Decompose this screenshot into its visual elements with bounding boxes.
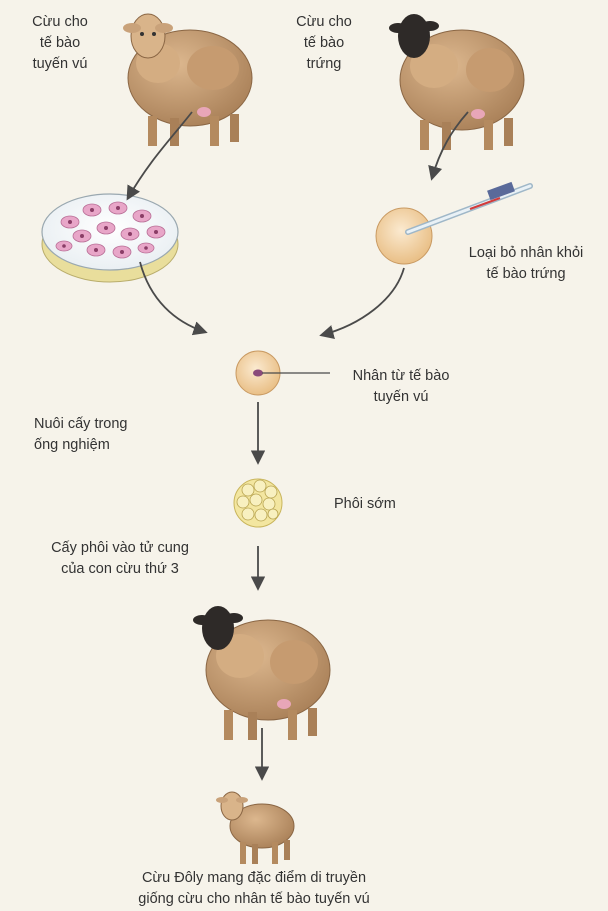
label-early-embryo: Phôi sớm <box>334 494 454 515</box>
label-donor-egg-sheep: Cừu cho tế bào trứng <box>284 12 364 75</box>
early-embryo-icon <box>234 479 282 527</box>
egg-cell-icon <box>376 208 432 264</box>
label-dolly-caption: Cừu Đôly mang đặc điểm di truyền giống c… <box>84 868 424 910</box>
label-remove-nucleus: Loại bỏ nhân khỏi tế bào trứng <box>448 243 604 285</box>
sheep-icon <box>123 14 252 146</box>
arrow-sheep1-to-dish <box>128 112 192 198</box>
label-implant-embryo: Cấy phôi vào tử cung của con cừu thứ 3 <box>20 538 220 580</box>
arrow-egg-to-cell <box>322 268 404 335</box>
petri-dish-icon <box>42 194 178 282</box>
lamb-icon <box>216 792 294 864</box>
micropipette-icon <box>408 182 530 232</box>
label-culture-in-vitro: Nuôi cấy trong ống nghiệm <box>34 414 184 456</box>
sheep-icon <box>193 606 330 740</box>
reconstructed-cell-icon <box>236 351 330 395</box>
sheep-icon <box>389 14 524 150</box>
label-nucleus-from-udder: Nhân từ tế bào tuyến vú <box>326 366 476 408</box>
label-donor-udder-sheep: Cừu cho tế bào tuyến vú <box>18 12 102 75</box>
